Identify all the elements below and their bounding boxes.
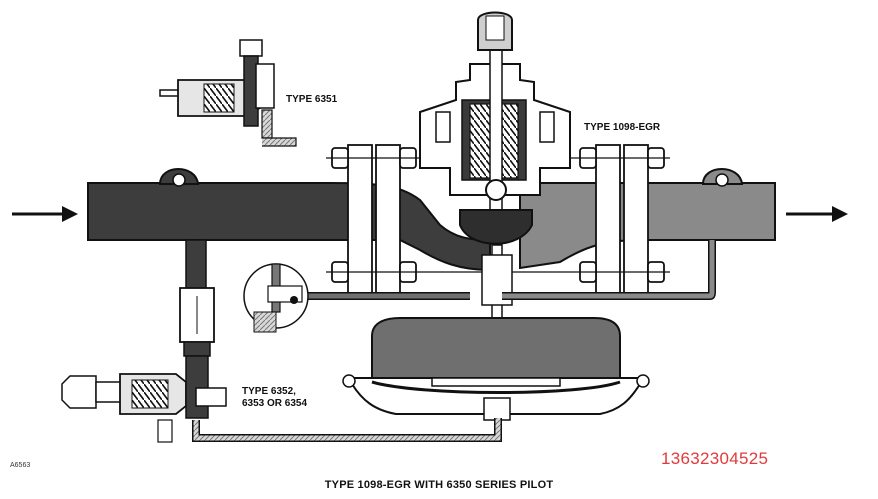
phone-number-watermark: 13632304525 xyxy=(661,449,769,468)
figure-reference: A6563 xyxy=(10,462,31,469)
pilot-connection-detail xyxy=(243,263,309,333)
label-type-6351: TYPE 6351 xyxy=(286,94,338,105)
control-lines xyxy=(179,239,716,442)
label-type-6352-line1: TYPE 6352, xyxy=(242,386,296,397)
label-type-1098-egr: TYPE 1098-EGR xyxy=(584,122,661,133)
diaphragm-actuator xyxy=(342,317,650,421)
figure-caption: TYPE 1098-EGR WITH 6350 SERIES PILOT xyxy=(324,479,554,491)
type-6351-pilot xyxy=(159,39,297,147)
type-6352-pilot xyxy=(61,355,227,443)
outlet-flow-arrow-icon xyxy=(786,206,848,222)
inlet-flow-arrow-icon xyxy=(12,206,78,222)
upstream-pipe xyxy=(87,168,491,272)
main-valve-spring-case xyxy=(419,11,571,241)
valve-plug xyxy=(459,209,533,366)
label-type-6352-line2: 6353 OR 6354 xyxy=(242,398,308,409)
